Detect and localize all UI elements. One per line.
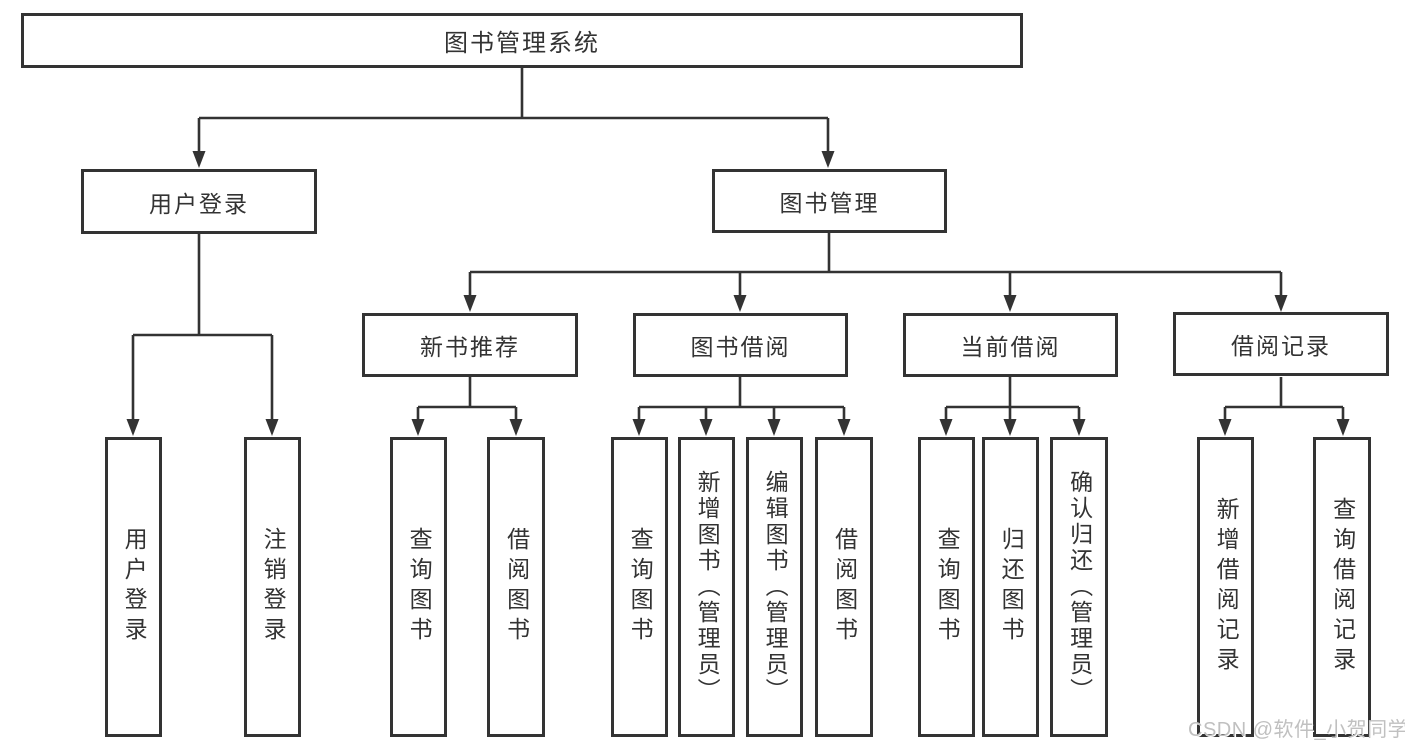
- branch-book-management: 图书管理: [712, 169, 947, 233]
- node-current-borrow: 当前借阅: [903, 313, 1118, 377]
- node-new-book-recommend-label: 新书推荐: [420, 334, 520, 360]
- leaf-confirm-return-admin: 确认归还（管理员）: [1050, 437, 1108, 737]
- watermark: CSDN @软件_小贺同学: [1188, 719, 1405, 741]
- leaf-logout: 注销登录: [244, 437, 301, 737]
- node-book-borrow-label: 图书借阅: [690, 334, 791, 360]
- node-borrow-records-label: 借阅记录: [1231, 333, 1331, 359]
- node-new-book-recommend: 新书推荐: [362, 313, 578, 377]
- leaf-add-borrow-record: 新增借阅记录: [1197, 437, 1254, 737]
- leaf-borrow-books-recommend: 借阅图书: [487, 437, 545, 737]
- branch-user-login: 用户登录: [81, 169, 317, 234]
- leaf-query-books-recommend: 查询图书: [390, 437, 447, 737]
- leaf-edit-books-admin: 编辑图书（管理员）: [746, 437, 803, 737]
- branch-user-login-label: 用户登录: [149, 190, 249, 217]
- branch-book-management-label: 图书管理: [779, 190, 880, 216]
- leaf-borrow-books: 借阅图书: [815, 437, 873, 737]
- leaf-query-borrow-record: 查询借阅记录: [1313, 437, 1371, 737]
- node-current-borrow-label: 当前借阅: [960, 334, 1061, 360]
- leaf-user-login: 用户登录: [105, 437, 162, 737]
- leaf-query-books-current: 查询图书: [918, 437, 975, 737]
- node-borrow-records: 借阅记录: [1173, 312, 1389, 376]
- root-node-library-management-system: 图书管理系统: [21, 13, 1023, 68]
- leaf-return-books: 归还图书: [982, 437, 1039, 737]
- leaf-query-books-borrow: 查询图书: [611, 437, 668, 737]
- leaf-add-books-admin: 新增图书（管理员）: [678, 437, 735, 737]
- node-book-borrow: 图书借阅: [633, 313, 848, 377]
- root-node-label: 图书管理系统: [444, 30, 600, 57]
